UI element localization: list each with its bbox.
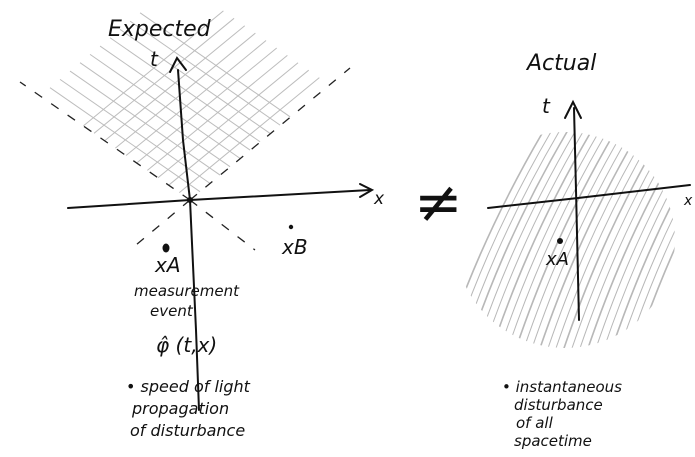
right-event-a-dot [557, 238, 563, 244]
not-equal-symbol: ≠ [414, 168, 463, 236]
left-x-axis [67, 189, 371, 209]
hatch-stroke [680, 120, 695, 360]
grid-line [119, 29, 271, 134]
left-note-line-1: • speed of light [126, 377, 251, 396]
disturbance-hatching [455, 120, 695, 360]
left-t-label: t [150, 47, 159, 71]
light-cone-edge-upper-right [189, 67, 351, 201]
grid-line [179, 77, 320, 193]
hatch-stroke [688, 120, 695, 360]
right-t-arrowhead [564, 99, 582, 119]
grid-line [136, 47, 278, 164]
grid-line [69, 70, 221, 176]
hatch-stroke [535, 132, 647, 348]
light-cone-edges [19, 67, 351, 251]
right-axes [487, 99, 691, 321]
left-note-line-3: of disturbance [130, 421, 245, 440]
light-cone-edge-upper-left [19, 81, 191, 201]
left-x-arrowhead [359, 183, 375, 198]
grid-line [99, 45, 251, 151]
grid-line [168, 69, 309, 186]
measurement-label-line-2: event [150, 302, 194, 320]
hatch-stroke [591, 132, 675, 348]
grid-line [79, 62, 231, 168]
event-a-dot [162, 243, 170, 253]
hatch-stroke [527, 132, 639, 348]
hatch-stroke [655, 132, 675, 348]
hatch-stroke [519, 132, 631, 348]
grid-line [147, 54, 288, 171]
hatch-stroke [671, 132, 675, 348]
grid-line [89, 53, 241, 159]
left-title: Expected [108, 17, 212, 42]
right-t-axis [573, 107, 580, 321]
grid-line [157, 62, 299, 179]
grid-line [83, 10, 224, 127]
right-note-line-2: disturbance [514, 396, 603, 414]
hatch-stroke [599, 132, 675, 348]
event-b-label: xB [281, 235, 308, 259]
hatch-stroke [631, 132, 675, 348]
light-cone-edge-lower-left [129, 199, 191, 251]
origin-dot [187, 197, 193, 203]
hatch-stroke [543, 132, 655, 348]
right-note-line-4: spacetime [514, 432, 592, 450]
right-x-axis [487, 184, 691, 209]
measurement-label-line-3: φ̂ (t,x) [156, 333, 217, 357]
grid-line [104, 25, 246, 142]
measurement-label-line-1: measurement [134, 282, 240, 300]
event-b-dot [288, 224, 294, 230]
grid-line [93, 17, 235, 134]
hatch-stroke [455, 132, 551, 348]
right-t-label: t [542, 94, 551, 118]
right-note-line-1: • instantaneous [502, 378, 622, 396]
left-x-label: x [373, 189, 385, 209]
grid-line [125, 40, 267, 156]
light-cone-grid [49, 10, 320, 193]
right-event-a-label: xA [545, 249, 569, 270]
grid-line [109, 37, 261, 143]
hatch-stroke [623, 132, 675, 348]
right-note-line-3: of all [516, 414, 554, 432]
event-a-label: xA [154, 253, 181, 277]
grid-line [129, 20, 281, 126]
grid-line [115, 32, 256, 149]
left-t-arrowhead [169, 56, 187, 73]
right-x-label: x [683, 193, 693, 209]
left-note-line-2: propagation [131, 399, 229, 418]
hatch-stroke [607, 132, 675, 348]
hatch-stroke [511, 132, 623, 348]
grid-line [139, 12, 291, 118]
hatch-stroke [663, 132, 675, 348]
hatch-stroke [639, 132, 675, 348]
light-cone-edge-lower-right [189, 199, 256, 251]
right-title: Actual [525, 51, 596, 76]
